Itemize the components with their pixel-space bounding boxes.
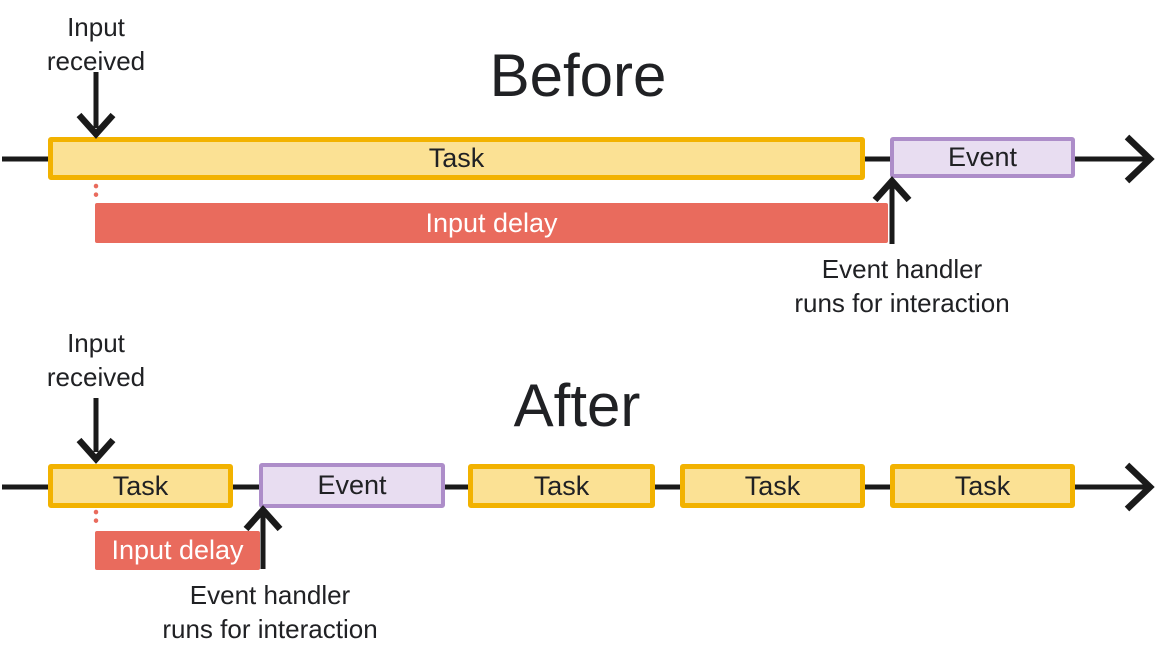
after-event-handler-label: Event handler runs for interaction <box>130 578 410 646</box>
before-title: Before <box>489 42 667 109</box>
after-task-label-3: Task <box>744 470 801 501</box>
after-event-handler-line1: Event handler <box>189 580 351 610</box>
after-event-label: Event <box>317 470 387 500</box>
after-task-box-4: Task <box>890 464 1075 508</box>
before-task-label: Task <box>428 143 485 173</box>
before-event-handler-label: Event handler runs for interaction <box>762 252 1042 320</box>
after-event-box: Event <box>259 463 445 508</box>
before-timeline-arrow-right-icon <box>1075 134 1155 184</box>
before-event-handler-line2: runs for interaction <box>794 288 1010 318</box>
after-task-label-2: Task <box>533 470 590 501</box>
before-input-received-label: Input received <box>46 12 146 76</box>
after-task-box-2: Task <box>468 464 655 508</box>
before-task-bar: Task <box>48 137 865 180</box>
before-input-arrow-down-icon <box>76 72 116 139</box>
after-input-received-label: Input received <box>46 328 146 392</box>
after-input-delay-bar: Input delay <box>95 531 260 570</box>
before-input-delay-label: Input delay <box>425 207 558 238</box>
before-event-box: Event <box>890 137 1075 178</box>
after-input-delay-label: Input delay <box>111 535 244 565</box>
after-task-label-1: Task <box>112 470 169 501</box>
after-title: After <box>513 372 641 439</box>
after-input-arrow-down-icon <box>76 398 116 464</box>
before-event-handler-line1: Event handler <box>821 254 983 284</box>
after-task-box-3: Task <box>680 464 865 508</box>
before-input-delay-bar: Input delay <box>95 203 888 243</box>
before-event-label: Event <box>947 142 1018 172</box>
after-event-handler-line2: runs for interaction <box>162 614 378 644</box>
after-task-box-1: Task <box>48 464 233 508</box>
after-task-label-4: Task <box>954 470 1011 501</box>
after-timeline-arrow-right-icon <box>1075 462 1155 512</box>
